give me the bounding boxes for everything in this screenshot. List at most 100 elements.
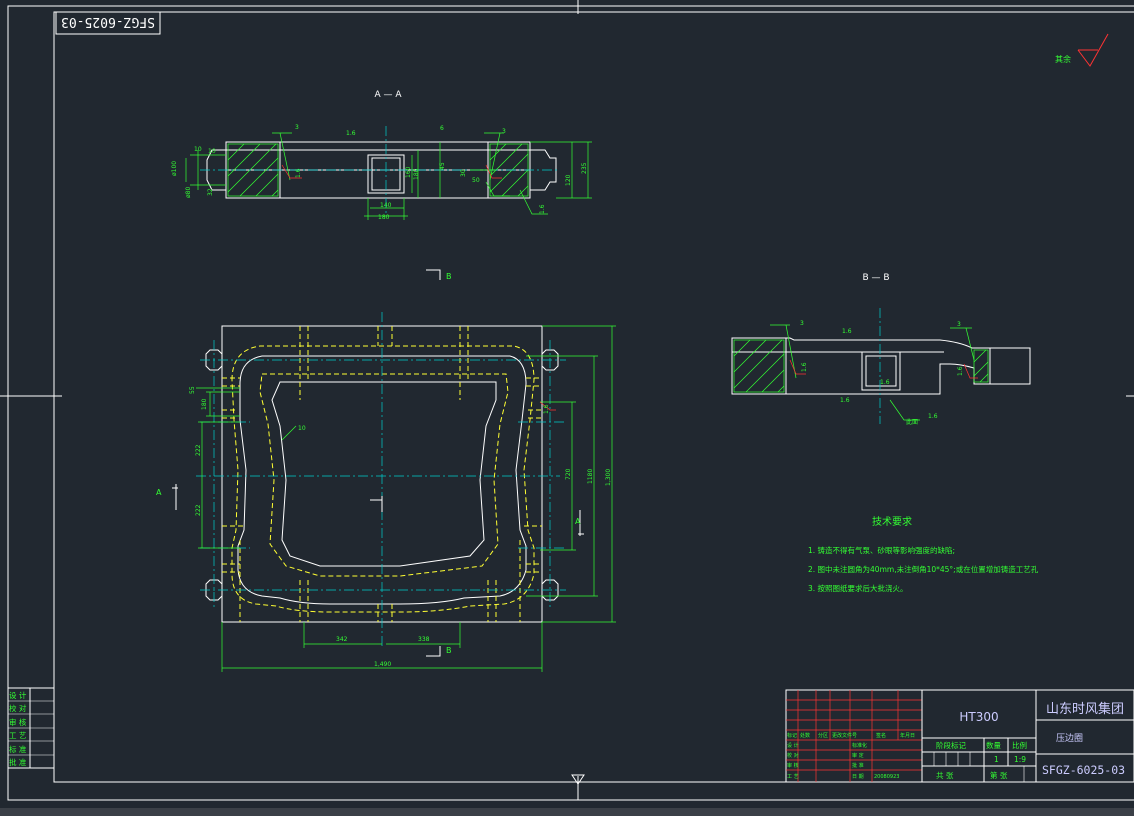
rotated-drawing-number-box: SFGZ-6025-03 <box>55 11 161 35</box>
a-marker-right-label: A <box>575 517 581 526</box>
left-box-role-5: 标 准 <box>9 744 27 754</box>
tech-item-2: 2. 图中未注圆角为40mm,未注倒角10*45°;或在位置增加铸造工艺孔 <box>808 564 1039 574</box>
bb-dim-1-6-right: 1.6 <box>957 366 964 376</box>
role-design: 设 计 <box>787 742 799 749</box>
left-box-role-1: 设 计 <box>9 690 27 700</box>
title-qty-value: 1 <box>994 755 999 764</box>
section-aa-title: A — A <box>374 90 402 100</box>
title-drawing-number: SFGZ-6025-03 <box>1042 763 1125 777</box>
plan-dim-222-top: 222 <box>195 444 202 456</box>
plan-dim-1-6: 1.6 <box>543 404 550 414</box>
plan-dim-1300: 1,300 <box>605 469 612 486</box>
plan-dim-720: 720 <box>565 468 572 480</box>
aa-dim-180-vert: 180 <box>413 168 420 180</box>
left-box-role-4: 工 艺 <box>9 731 26 740</box>
bb-dim-1-6-top: 1.6 <box>842 328 852 335</box>
role-date: 日 期 <box>852 774 864 780</box>
role-review: 审 核 <box>787 762 799 769</box>
bb-dim-1-6-bottom: 1.6 <box>840 397 850 404</box>
bb-dim-3-left: 3 <box>800 320 804 327</box>
aa-dim-1-6-left: 1.6 <box>295 168 302 178</box>
role-standard: 标准化 <box>852 742 867 749</box>
left-box-role-6: 批 准 <box>9 757 27 767</box>
title-block: HT300 山东时风集团 压边圈 SFGZ-6025-03 阶段标记 数量 比例… <box>785 689 1134 783</box>
rev-header-date: 年月日 <box>900 732 915 739</box>
rev-header-sign: 签名 <box>876 732 886 739</box>
rotated-drawing-number: SFGZ-6025-03 <box>61 14 155 29</box>
title-date-value: 20080923 <box>874 774 899 780</box>
aa-dim-3-left: 3 <box>295 124 299 131</box>
title-sheet-no: 第 张 <box>990 770 1008 780</box>
aa-dim-10-right: 10 <box>208 148 216 155</box>
aa-dim-45: 45 <box>439 162 446 170</box>
plan-dim-1490: 1,490 <box>374 661 391 668</box>
status-bar <box>0 808 1134 816</box>
aa-dim-120: 120 <box>565 174 572 186</box>
left-signoff-box: 设 计 校 对 审 核 工 艺 标 准 批 准 <box>7 687 55 769</box>
aa-dim-50: 50 <box>472 177 480 184</box>
section-a-marker-right: A <box>575 510 584 536</box>
aa-dim-180: 180 <box>378 214 390 221</box>
bb-dim-1-6-center: 1.6 <box>880 379 890 386</box>
title-sheets-total: 共 张 <box>936 771 954 780</box>
tech-title: 技术要求 <box>872 515 912 528</box>
title-company: 山东时风集团 <box>1046 701 1124 717</box>
aa-dim-32: 32 <box>207 188 214 196</box>
aa-dim-10-left: 10 <box>194 146 202 153</box>
left-box-role-2: 校 对 <box>9 703 27 713</box>
tech-item-3: 3. 按照图纸要求后大批浇火。 <box>808 583 908 593</box>
bb-parting-face-label: 此面 <box>906 418 918 426</box>
plan-dim-180: 180 <box>201 398 208 410</box>
tech-item-1: 1. 铸造不得有气泵、砂眼等影响强度的缺陷; <box>808 545 955 555</box>
a-marker-left-label: A <box>156 488 162 497</box>
title-qty-label: 数量 <box>986 740 1001 750</box>
plan-dim-10: 10 <box>298 425 306 432</box>
title-material: HT300 <box>959 710 998 724</box>
section-b-marker-top: B <box>426 269 452 281</box>
aa-dim-phi100: ø100 <box>171 161 178 176</box>
surface-finish-symbol: 其余 <box>1055 33 1109 67</box>
aa-dim-3-right: 3 <box>502 128 506 135</box>
b-marker-top-label: B <box>446 272 452 281</box>
aa-dim-6: 6 <box>440 125 444 132</box>
left-box-role-3: 审 核 <box>9 717 27 727</box>
rev-header-count: 处数 <box>800 732 810 739</box>
bb-dim-1-6-left: 1.6 <box>801 362 808 372</box>
rev-header-file: 更改文件号 <box>832 732 857 739</box>
plan-dim-342: 342 <box>336 636 348 643</box>
plan-dim-55: 55 <box>189 386 196 394</box>
role-process: 工 艺 <box>787 774 799 780</box>
title-scale-value: 1:9 <box>1014 755 1026 764</box>
title-stage-label: 阶段标记 <box>936 740 966 750</box>
section-b-marker-bottom: B <box>426 646 452 657</box>
plan-dim-222-bottom: 222 <box>195 504 202 516</box>
section-aa: A — A <box>171 90 592 221</box>
plan-dim-1180: 1180 <box>587 469 594 484</box>
plan-view: 1,490 1,300 1180 720 342 338 222 222 180… <box>189 312 616 672</box>
b-marker-bottom-label: B <box>446 646 452 655</box>
aa-dim-140: 140 <box>380 202 392 209</box>
title-part-name: 压边圈 <box>1056 733 1083 744</box>
plan-dim-338: 338 <box>418 636 430 643</box>
aa-dim-235: 235 <box>581 162 588 174</box>
section-bb: B — B 3 <box>731 273 1031 426</box>
section-bb-title: B — B <box>862 273 889 283</box>
title-scale-label: 比例 <box>1012 740 1027 750</box>
aa-dim-160: 160 <box>405 166 412 178</box>
bb-dim-1-6-parting: 1.6 <box>928 413 938 420</box>
role-check: 校 对 <box>787 752 799 759</box>
rev-header-mark: 标记 <box>787 732 797 739</box>
surface-finish-note: 其余 <box>1055 54 1071 64</box>
aa-dim-1-6-right: 1.6 <box>539 204 546 214</box>
rev-header-zone: 分区 <box>818 732 828 739</box>
role-authorize: 批 准 <box>852 762 864 769</box>
section-a-marker-left: A <box>156 484 178 510</box>
aa-dim-30: 30 <box>460 169 467 177</box>
aa-dim-1-6-top: 1.6 <box>346 130 356 137</box>
technical-requirements: 技术要求 1. 铸造不得有气泵、砂眼等影响强度的缺陷; 2. 图中未注圆角为40… <box>808 515 1039 593</box>
aa-dim-phi80: ø80 <box>185 187 192 198</box>
role-approve: 审 定 <box>852 752 864 759</box>
bb-dim-3-right: 3 <box>957 321 961 328</box>
